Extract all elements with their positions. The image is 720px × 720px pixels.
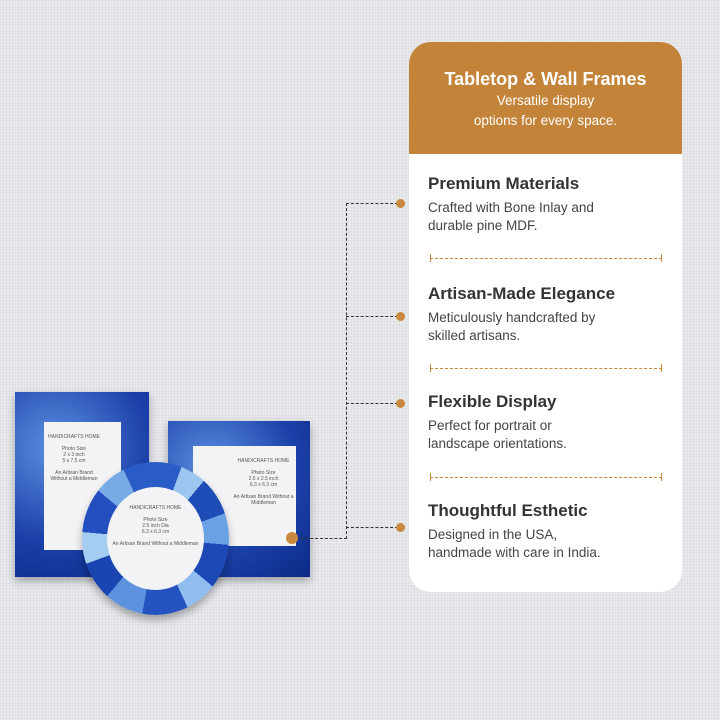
- card-subtitle-line2: options for every space.: [473, 113, 618, 128]
- photo-size-cm: 6.3 x 6.3 cm: [141, 529, 170, 535]
- feature-desc-line2: skilled artisans.: [428, 328, 521, 343]
- brand-logo-text: HANDICRAFTS HOME: [129, 505, 182, 511]
- feature-desc-line1: Perfect for portrait or: [428, 418, 552, 433]
- feature-desc-line2: landscape orientations.: [428, 436, 567, 451]
- photo-size-inch: 2.5 inch Dia: [142, 523, 169, 529]
- connector-dot: [396, 199, 405, 208]
- connector-3: [346, 403, 398, 404]
- feature-flexible-display: Flexible Display Perfect for portrait or…: [428, 392, 668, 453]
- round-photo-insert: HANDICRAFTS HOME Photo Size 2.5 inch Dia…: [107, 487, 204, 590]
- photo-size-cm: 6.3 x 6.3 cm: [249, 482, 278, 488]
- product-anchor-dot: [286, 532, 298, 544]
- connector-dot: [396, 399, 405, 408]
- photo-size-label: Photo Size: [251, 470, 276, 476]
- photo-size-label: Photo Size: [143, 517, 168, 523]
- connector-dot: [396, 523, 405, 532]
- photo-size-inch: 2 x 3 inch: [63, 452, 85, 458]
- feature-desc-line1: Crafted with Bone Inlay and: [428, 200, 594, 215]
- brand-logo-text: HANDICRAFTS HOME: [237, 458, 290, 464]
- connector-to-product: [296, 538, 347, 539]
- connector-4: [346, 527, 398, 528]
- photo-size-label: Photo Size: [61, 446, 87, 452]
- brand-tagline: An Artisan Brand Without a Middleman: [233, 494, 294, 506]
- photo-size-cm: 5 x 7.5 cm: [62, 458, 86, 464]
- card-header: Tabletop & Wall Frames Versatile display…: [409, 42, 682, 154]
- feature-title: Flexible Display: [428, 392, 557, 411]
- feature-premium-materials: Premium Materials Crafted with Bone Inla…: [428, 174, 668, 235]
- brand-tagline: An Artisan Brand Without a Middleman: [50, 470, 98, 482]
- connector-1: [346, 203, 398, 204]
- connector-vertical: [346, 203, 347, 539]
- feature-thoughtful-esthetic: Thoughtful Esthetic Designed in the USA,…: [428, 501, 668, 562]
- brand-logo-text: HANDICRAFTS HOME: [48, 434, 100, 440]
- feature-desc-line2: durable pine MDF.: [428, 218, 538, 233]
- feature-desc-line2: handmade with care in India.: [428, 545, 601, 560]
- connector-2: [346, 316, 398, 317]
- feature-title: Thoughtful Esthetic: [428, 501, 588, 520]
- card-title: Tabletop & Wall Frames: [444, 69, 647, 89]
- feature-desc-line1: Meticulously handcrafted by: [428, 310, 596, 325]
- connector-dot: [396, 312, 405, 321]
- features-card: Tabletop & Wall Frames Versatile display…: [409, 42, 682, 592]
- feature-desc-line1: Designed in the USA,: [428, 527, 558, 542]
- feature-artisan-made: Artisan-Made Elegance Meticulously handc…: [428, 284, 668, 345]
- card-subtitle-line1: Versatile display: [496, 93, 595, 108]
- feature-title: Premium Materials: [428, 174, 580, 193]
- divider: [430, 254, 662, 262]
- round-frame: HANDICRAFTS HOME Photo Size 2.5 inch Dia…: [82, 462, 229, 615]
- feature-title: Artisan-Made Elegance: [428, 284, 616, 303]
- photo-size-inch: 2.5 x 2.5 inch: [248, 476, 279, 482]
- divider: [430, 473, 662, 481]
- divider: [430, 364, 662, 372]
- brand-tagline: An Artisan Brand Without a Middleman: [112, 541, 199, 547]
